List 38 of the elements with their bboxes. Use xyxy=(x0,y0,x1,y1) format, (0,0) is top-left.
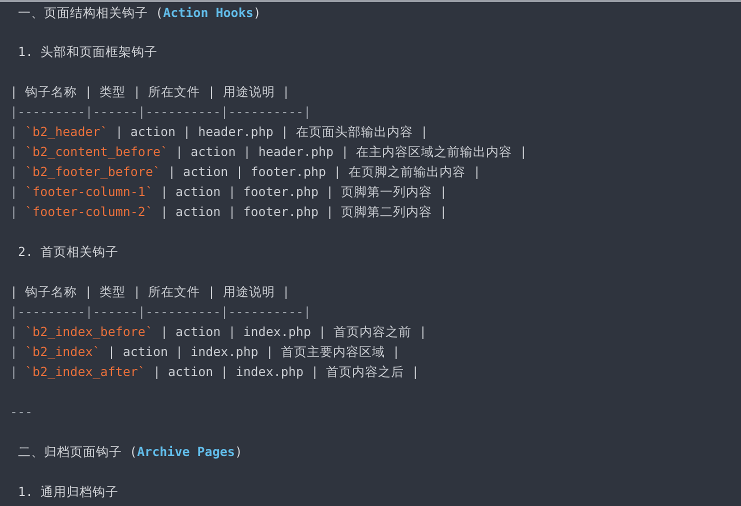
hook-name: `b2_content_before` xyxy=(25,144,168,159)
hook-name: `b2_index_before` xyxy=(25,324,153,339)
heading-text: 二、归档页面钩子 ( xyxy=(18,444,138,459)
table-row-text: | action | index.php | 首页内容之后 | xyxy=(152,364,420,379)
table-separator-row: |---------|------|----------|----------| xyxy=(10,304,312,319)
table-row-text: | action | footer.php | 页脚第二列内容 | xyxy=(160,204,448,219)
hook-name: `b2_footer_before` xyxy=(25,164,160,179)
heading-keyword: Action Hooks xyxy=(163,5,254,20)
table-row-text: | action | index.php | 首页内容之前 | xyxy=(160,324,427,339)
heading-text: 1. 头部和页面框架钩子 xyxy=(18,44,158,59)
table-header-row: | 钩子名称 | 类型 | 所在文件 | 用途说明 | xyxy=(10,284,290,299)
table-pipe: | xyxy=(10,144,18,159)
heading-keyword: Archive Pages xyxy=(137,444,235,459)
hook-name: `b2_index_after` xyxy=(25,364,146,379)
table-pipe: | xyxy=(10,344,18,359)
table-separator-row: |---------|------|----------|----------| xyxy=(10,104,312,119)
table-pipe: | xyxy=(10,204,18,219)
table-row-text: | action | header.php | 在主内容区域之前输出内容 | xyxy=(176,144,528,159)
table-pipe: | xyxy=(10,364,18,379)
heading-text: 一、页面结构相关钩子 ( xyxy=(18,5,164,20)
heading-text: ) xyxy=(234,444,242,459)
table-pipe: | xyxy=(10,324,18,339)
table-pipe: | xyxy=(10,164,18,179)
heading-text: 2. 首页相关钩子 xyxy=(18,244,119,259)
heading-text: 1. 通用归档钩子 xyxy=(18,484,119,499)
table-row-text: | action | header.php | 在页面头部输出内容 | xyxy=(115,124,428,139)
heading-text: ) xyxy=(253,5,261,20)
table-pipe: | xyxy=(10,184,18,199)
table-row-text: | action | footer.php | 页脚第一列内容 | xyxy=(160,184,448,199)
hook-name: `b2_header` xyxy=(25,124,108,139)
hook-name: `footer-column-2` xyxy=(25,204,153,219)
hook-name: `footer-column-1` xyxy=(25,184,153,199)
table-row-text: | action | index.php | 首页主要内容区域 | xyxy=(108,344,400,359)
table-header-row: | 钩子名称 | 类型 | 所在文件 | 用途说明 | xyxy=(10,84,290,99)
table-row-text: | action | footer.php | 在页脚之前输出内容 | xyxy=(168,164,481,179)
table-pipe: | xyxy=(10,124,18,139)
horizontal-rule-text: --- xyxy=(10,404,33,419)
hook-name: `b2_index` xyxy=(25,344,100,359)
